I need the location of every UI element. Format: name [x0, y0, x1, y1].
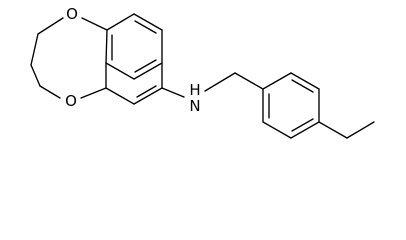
- benzene-ring-lower: [105, 62, 163, 105]
- bond-ch2-ch2-b: [30, 64, 41, 87]
- double-bond-c8-c9: [136, 85, 157, 98]
- benzene-ring-fused: [105, 13, 163, 89]
- bond-ch2-aryl: [234, 72, 264, 90]
- bond-c7-c8: [105, 87, 135, 105]
- bond-ch2-o2: [39, 85, 61, 99]
- bond-c6-c1: [105, 29, 108, 64]
- bond-ch2-ch3-ethyl: [346, 121, 375, 139]
- double-bond-c2-c3: [134, 20, 157, 34]
- bond-o1-ch2: [37, 17, 64, 35]
- bond-ring-ch2-ethyl: [318, 121, 348, 139]
- amine-n-label: N: [189, 97, 200, 115]
- bond-o1-ring-junction: [81, 17, 108, 31]
- bond-c4-c5: [133, 62, 163, 80]
- ethyl-group: [318, 121, 375, 139]
- bond-p4-p5: [290, 121, 320, 139]
- amine-h-label: H: [189, 81, 200, 99]
- ethylphenyl-ring: [262, 72, 320, 139]
- oxygen-top-label: O: [66, 5, 78, 23]
- dioxepine-ring: [30, 17, 108, 99]
- bond-p1-p2: [262, 72, 292, 90]
- double-bond-p2-p3: [291, 79, 314, 93]
- bond-c1-c2: [106, 13, 135, 31]
- amine-linker: [161, 72, 264, 98]
- bond-nh-ch2: [204, 72, 236, 92]
- oxygen-bottom-label: O: [65, 92, 77, 110]
- bond-c5-c6: [105, 62, 135, 80]
- molecule-structure: O O H N: [30, 5, 375, 139]
- bond-c2-c3: [133, 13, 163, 31]
- structure-canvas: O O H N: [30, 5, 375, 139]
- bond-p2-p3: [290, 72, 320, 90]
- bond-c8-c9: [133, 87, 163, 105]
- bond-ch2-ch2-a: [30, 33, 39, 66]
- double-bond-c4-c5: [134, 59, 157, 73]
- double-bond-p4-p5: [291, 118, 314, 132]
- bond-ring-nh: [161, 87, 185, 98]
- bond-p5-p6: [262, 121, 292, 139]
- bond-o2-ring-junction: [80, 87, 107, 99]
